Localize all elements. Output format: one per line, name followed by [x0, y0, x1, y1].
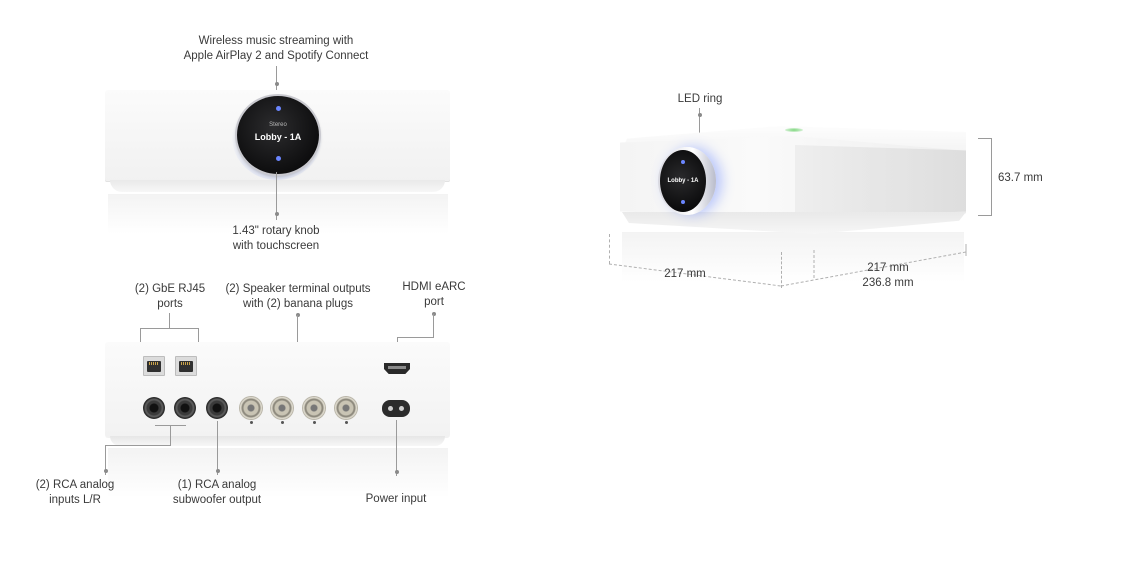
subwoofer-label: (1) RCA analog subwoofer output: [152, 478, 282, 508]
front-device-base: [110, 180, 445, 192]
speaker-terminal-3: [303, 397, 325, 419]
knob-bottom-dot: [275, 156, 281, 161]
hdmi-callout-bar: [397, 337, 434, 338]
power-label: Power input: [365, 493, 427, 505]
terminal-mark-2: [281, 421, 284, 424]
height-dim-bottom: [978, 215, 992, 216]
depth-dimension-line-2: 236.8 mm: [862, 277, 914, 289]
power-callout-stem: [396, 420, 397, 476]
rca-inputs-callout-drop: [105, 445, 106, 475]
rca-inputs-callout-dot: [103, 469, 108, 473]
knob-label: 1.43" rotary knob with touchscreen: [196, 224, 356, 254]
rca-inputs-callout-stem: [170, 425, 171, 445]
knob-zone-name: Lobby - 1A: [254, 132, 302, 142]
streaming-label: Wireless music streaming with Apple AirP…: [176, 34, 376, 64]
led-ring-callout-dot: [697, 113, 702, 117]
iso-knob-zone-name: Lobby - 1A: [667, 178, 699, 184]
dimension-lines: [608, 244, 967, 287]
led-ring-callout-line: [699, 108, 700, 156]
streaming-label-line-2: Apple AirPlay 2 and Spotify Connect: [183, 50, 369, 62]
depth-dimension-line-1: 217 mm: [867, 262, 909, 274]
rotary-knob: Stereo Lobby - 1A: [237, 96, 319, 174]
rj45-callout-bar: [140, 328, 199, 329]
rj45-callout-right: [198, 328, 199, 342]
rca-input-right: [174, 397, 196, 419]
width-dim-right-ext: [781, 252, 782, 288]
rj45-label-line-2: ports: [157, 298, 183, 310]
iso-reflection: [622, 232, 964, 282]
rca-inputs-label-line-2: inputs L/R: [49, 494, 101, 506]
rca-subwoofer-output: [206, 397, 228, 419]
status-led: [785, 128, 803, 132]
hdmi-label: HDMI eARC port: [390, 280, 478, 310]
subwoofer-callout-stem: [217, 421, 218, 475]
speaker-label-line-1: (2) Speaker terminal outputs: [225, 283, 371, 295]
iso-device-base: [622, 212, 966, 234]
width-dimension: 217 mm: [664, 268, 706, 280]
rca-inputs-callout-leader: [105, 445, 171, 446]
power-callout-dot: [394, 470, 399, 474]
height-dimension: 63.7 mm: [998, 172, 1043, 184]
streaming-callout-line: [276, 66, 277, 94]
speaker-label: (2) Speaker terminal outputs with (2) ba…: [210, 282, 386, 312]
rj45-callout-stem: [169, 313, 170, 329]
hdmi-label-line-1: HDMI eARC: [402, 281, 466, 293]
terminal-mark-4: [345, 421, 348, 424]
subwoofer-callout-dot: [215, 469, 220, 473]
power-input-port: [382, 400, 410, 417]
knob-callout-line: [276, 172, 277, 220]
subwoofer-label-line-2: subwoofer output: [172, 494, 262, 506]
knob-top-dot: [275, 106, 281, 111]
speaker-label-line-2: with (2) banana plugs: [243, 298, 353, 310]
speaker-terminal-1: [240, 397, 262, 419]
streaming-callout-dot: [274, 82, 279, 86]
speaker-terminal-4: [335, 397, 357, 419]
rca-inputs-label-line-1: (2) RCA analog: [35, 479, 115, 491]
knob-callout-dot: [274, 212, 279, 216]
hdmi-port-contacts: [388, 366, 406, 369]
knob-label-line-2: with touchscreen: [232, 240, 320, 252]
knob-label-line-1: 1.43" rotary knob: [232, 225, 320, 237]
rj45-port-2: [175, 356, 197, 376]
width-dim-left-ext: [609, 234, 610, 264]
rca-input-left: [143, 397, 165, 419]
iso-knob-bottom-dot: [681, 200, 685, 204]
hdmi-label-line-2: port: [424, 296, 444, 308]
speaker-terminal-2: [271, 397, 293, 419]
subwoofer-label-line-1: (1) RCA analog: [177, 479, 257, 491]
rj45-callout-left: [140, 328, 141, 342]
iso-knob-top-dot: [681, 160, 685, 164]
terminal-mark-1: [250, 421, 253, 424]
depth-dimension: 217 mm 236.8 mm: [848, 261, 928, 291]
rear-device-base: [110, 436, 445, 446]
rj45-label: (2) GbE RJ45 ports: [120, 282, 220, 312]
terminal-mark-3: [313, 421, 316, 424]
rca-inputs-label: (2) RCA analog inputs L/R: [20, 478, 130, 508]
streaming-label-line-1: Wireless music streaming with: [198, 35, 354, 47]
rear-reflection: [108, 448, 448, 498]
rj45-label-line-1: (2) GbE RJ45: [134, 283, 206, 295]
rj45-port-1: [143, 356, 165, 376]
knob-tag: Stereo: [269, 122, 287, 128]
height-dim-vertical: [991, 138, 992, 216]
led-ring-label: LED ring: [677, 93, 723, 105]
hdmi-callout-stem: [433, 314, 434, 338]
height-dim-top: [978, 138, 992, 139]
